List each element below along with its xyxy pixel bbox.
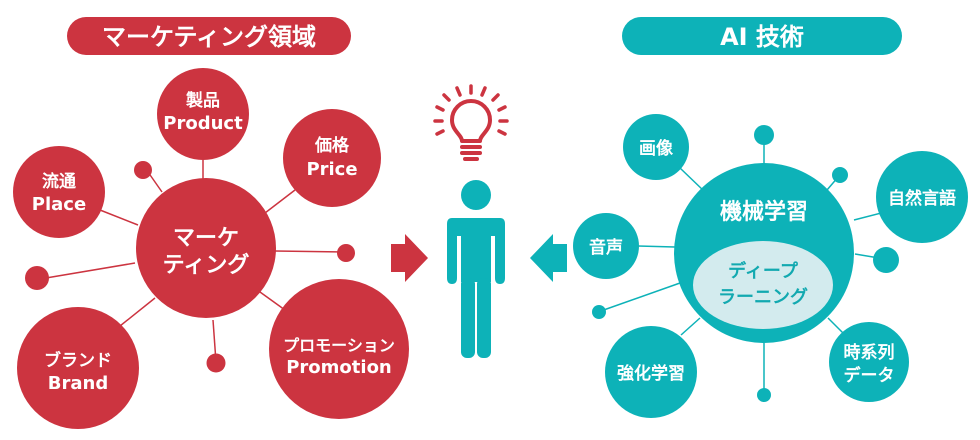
node-timeseries: 時系列 データ xyxy=(829,322,909,402)
person-icon xyxy=(447,180,505,358)
ai-title: AI 技術 xyxy=(720,23,804,51)
node-timeseries-line2: データ xyxy=(844,365,895,386)
deep-learning-line1: ディープ xyxy=(728,260,799,282)
node-nlp: 自然言語 xyxy=(876,151,968,243)
deep-learning-node: ディープ ラーニング xyxy=(693,241,833,329)
marketing-connectors xyxy=(39,160,346,363)
node-price-jp: 価格 xyxy=(314,135,350,156)
node-reinforcement-label: 強化学習 xyxy=(617,363,685,384)
ai-center-label: 機械学習 xyxy=(720,199,808,225)
ai-connectors xyxy=(597,136,894,392)
node-voice-label: 音声 xyxy=(589,237,623,258)
arrow-left-icon xyxy=(530,234,567,282)
node-place-en: Place xyxy=(32,194,86,215)
marketing-center-line1: マーケ xyxy=(173,226,239,251)
ai-title-pill: AI 技術 xyxy=(622,17,902,55)
marketing-center-line2: ティング xyxy=(163,252,250,278)
marketing-title-pill: マーケティング領域 xyxy=(67,17,351,55)
node-price: 価格 Price xyxy=(283,109,381,207)
node-price-en: Price xyxy=(306,159,357,180)
node-timeseries-line1: 時系列 xyxy=(844,342,895,363)
ai-dots xyxy=(592,125,899,402)
node-brand: ブランド Brand xyxy=(17,307,139,429)
node-place: 流通 Place xyxy=(13,146,105,238)
node-promotion: プロモーション Promotion xyxy=(269,279,409,419)
node-place-jp: 流通 xyxy=(42,171,76,192)
node-brand-en: Brand xyxy=(48,373,108,394)
marketing-dots xyxy=(25,161,355,373)
node-voice: 音声 xyxy=(573,213,639,279)
node-promotion-en: Promotion xyxy=(286,357,392,378)
ai-section: AI 技術 機械学習 xyxy=(573,17,968,418)
node-image: 画像 xyxy=(623,114,689,180)
lightbulb-icon xyxy=(433,84,509,161)
marketing-title: マーケティング領域 xyxy=(102,23,316,51)
marketing-section: マーケティング領域 マーケ ティング xyxy=(13,17,409,429)
node-brand-jp: ブランド xyxy=(44,350,112,371)
marketing-center-node: マーケ ティング xyxy=(136,178,276,318)
node-nlp-label: 自然言語 xyxy=(888,188,956,209)
node-image-label: 画像 xyxy=(639,139,674,159)
node-reinforcement: 強化学習 xyxy=(605,326,697,418)
node-product-jp: 製品 xyxy=(185,90,220,111)
node-product-en: Product xyxy=(163,113,243,134)
node-promotion-jp: プロモーション xyxy=(283,336,395,355)
node-product: 製品 Product xyxy=(157,68,249,160)
arrow-right-icon xyxy=(391,234,428,282)
deep-learning-line2: ラーニング xyxy=(718,286,808,308)
